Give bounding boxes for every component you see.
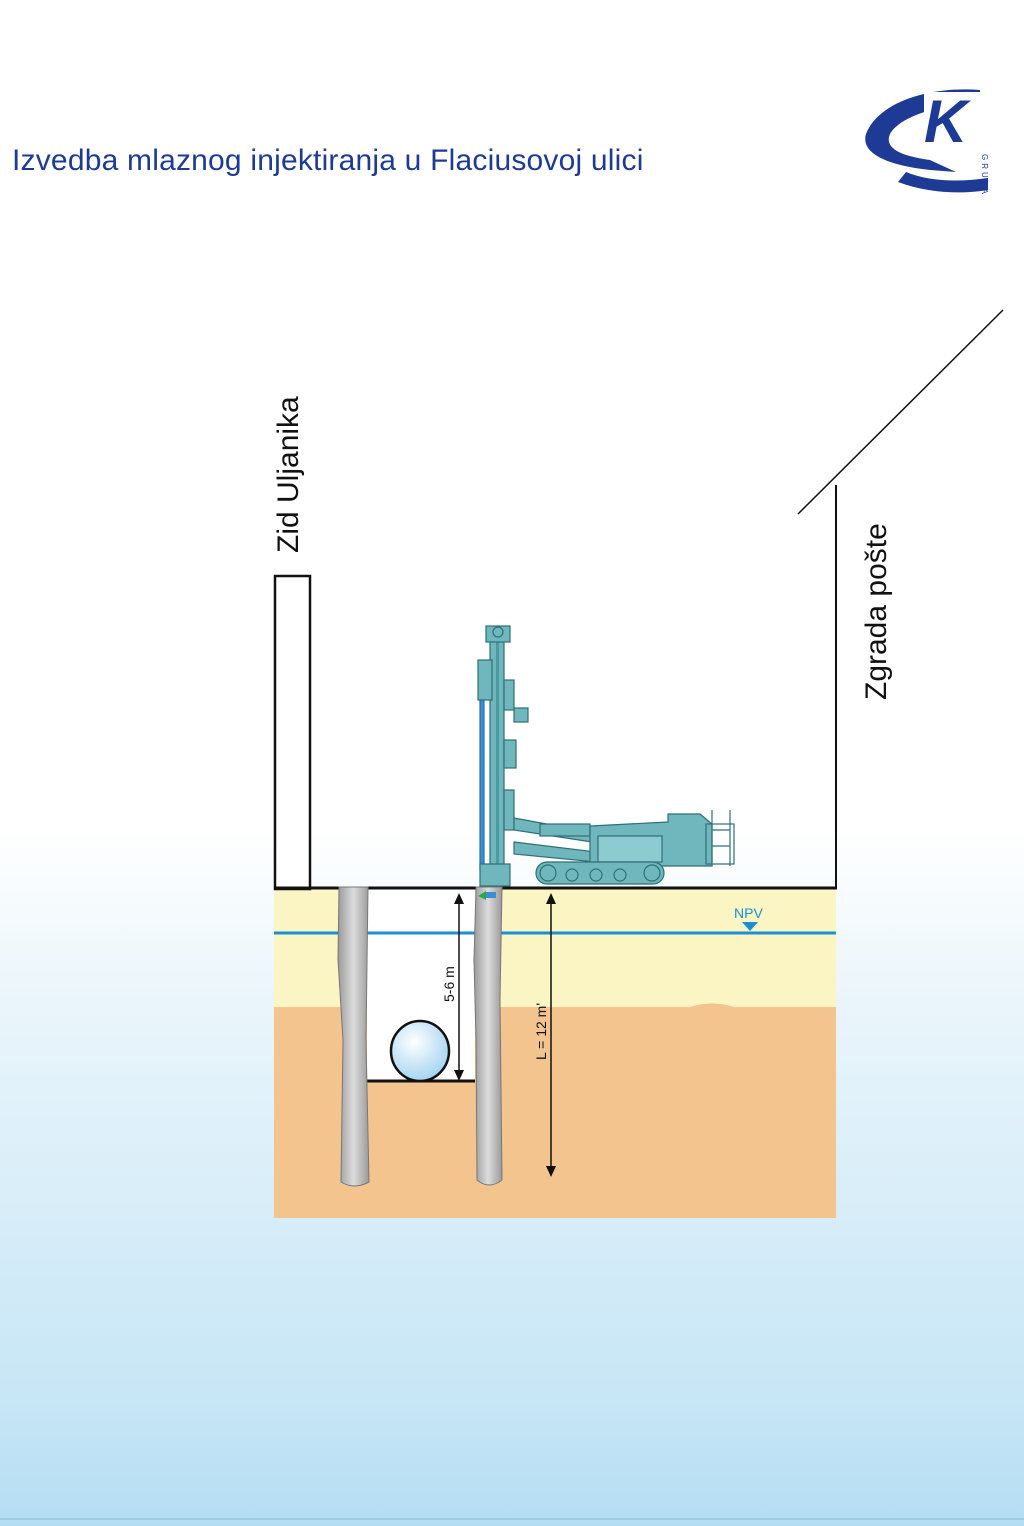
water-level-marker-icon [742,922,758,931]
bottom-divider [0,1518,1024,1520]
building-roof [797,309,1004,515]
ground-marker-icon [478,891,486,900]
water-level-label: NPV [734,905,763,921]
wall-uljanika [273,574,312,891]
drilling-rig-icon [477,625,735,887]
wall-label: Zid Uljanika [272,396,305,553]
collar-marker [486,892,496,898]
grout-column-left [337,886,370,1187]
logo-letter: K [924,88,971,155]
company-logo: K GRUPA [865,88,989,197]
grout-column-right [473,886,503,1186]
dimension-long-label: L = 12 m' [533,1003,549,1060]
building-label: Zgrada pošte [860,523,893,700]
logo-subtext: GRUPA [980,154,989,197]
page-title: Izvedba mlaznog injektiranja u Flaciusov… [12,144,644,177]
dimension-short-label: 5-6 m [441,966,457,1002]
pipe-icon [389,1019,451,1083]
